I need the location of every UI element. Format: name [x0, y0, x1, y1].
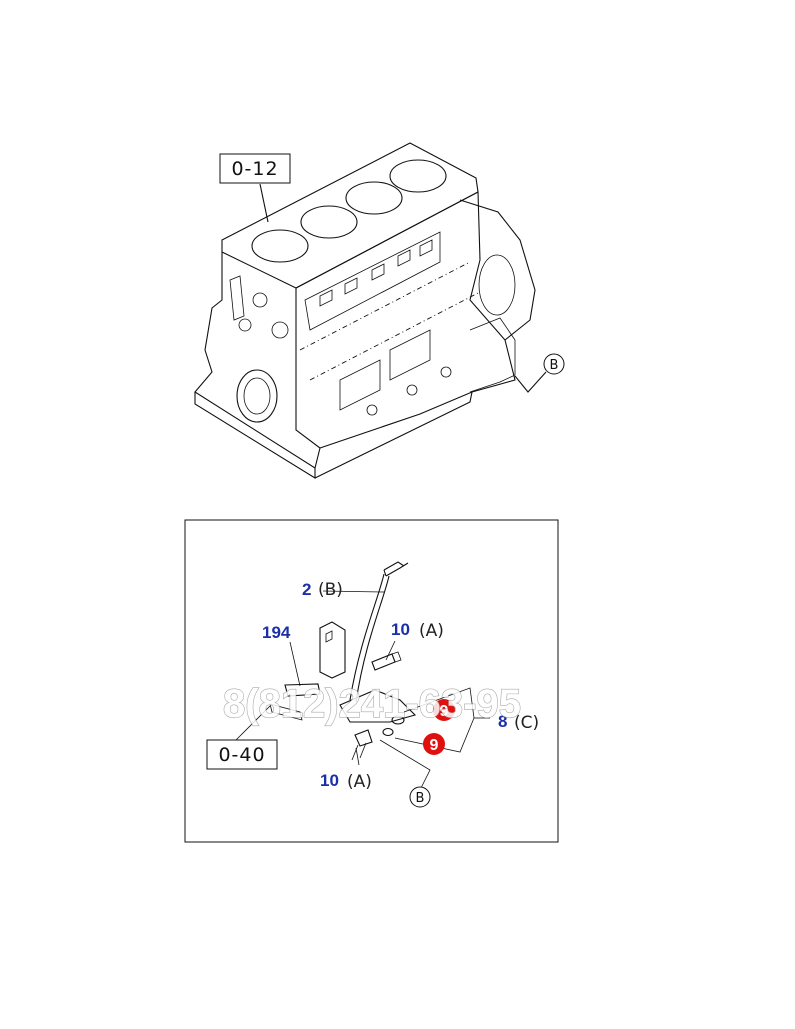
circle-callout-b-top[interactable]: B — [543, 353, 565, 375]
part-sub-code: (C) — [514, 713, 539, 733]
circle-callout-label: B — [550, 358, 559, 373]
ref-box-0-40[interactable]: 0-40 — [206, 739, 278, 770]
callout-part-194[interactable]: 194 — [262, 623, 291, 642]
ref-box-0-12[interactable]: 0-12 — [219, 153, 291, 184]
badge-label: 9 — [440, 703, 449, 720]
part-number: 10 — [391, 620, 410, 639]
part-sub-code: (A) — [347, 772, 372, 792]
callout-part-10-bottom[interactable]: 10 (A) — [320, 771, 372, 792]
circle-callout-b-bottom[interactable]: B — [409, 786, 431, 808]
callout-part-10-top[interactable]: 10 (A) — [391, 620, 444, 641]
part-number: 194 — [262, 623, 291, 642]
badge-part-9-upper[interactable]: 9 — [433, 699, 455, 721]
badge-part-9-lower[interactable]: 9 — [423, 733, 445, 755]
part-sub-code: (B) — [318, 580, 343, 600]
dipstick-assembly-drawing — [231, 561, 490, 791]
ref-box-label: 0-40 — [218, 744, 265, 766]
phone-watermark: 8(812)241-63-95 — [223, 682, 521, 726]
part-number: 8 — [498, 712, 507, 731]
part-sub-code: (A) — [419, 621, 444, 641]
part-number: 10 — [320, 771, 339, 790]
callout-part-8[interactable]: 8 (C) — [498, 712, 539, 733]
cylinder-block-drawing — [194, 142, 547, 479]
circle-callout-label: B — [416, 791, 425, 806]
ref-box-label: 0-12 — [231, 158, 278, 180]
badge-label: 9 — [430, 737, 439, 754]
callout-part-2[interactable]: 2 (B) — [302, 580, 343, 600]
detail-frame — [184, 519, 559, 843]
part-number: 2 — [302, 580, 311, 599]
